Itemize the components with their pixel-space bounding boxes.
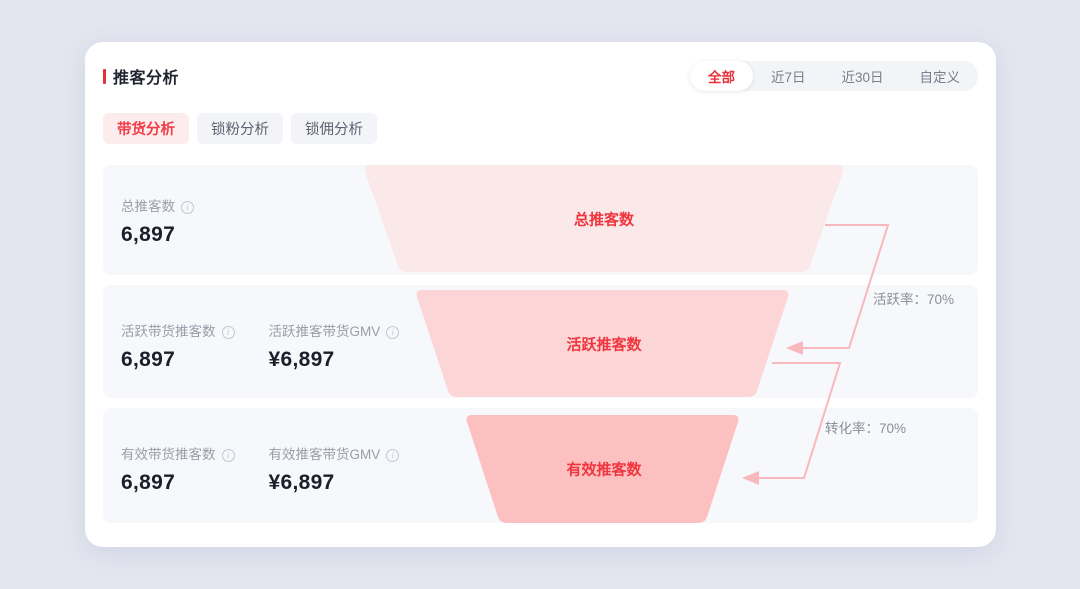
range-option-7d[interactable]: 近7日 — [770, 70, 806, 85]
stat-label-text: 活跃带货推客数 — [121, 324, 216, 339]
stat-cell-group: 有效带货推客数 i 6,897 有效推客带货GMV i ¥6,897 — [121, 446, 433, 495]
stat-label-text: 有效推客带货GMV — [268, 447, 381, 462]
stat-panel-total: 总推客数 i 6,897 — [103, 165, 978, 275]
stat-cell-effective-promoters: 有效带货推客数 i 6,897 — [121, 446, 235, 495]
stat-value: ¥6,897 — [268, 348, 335, 371]
stat-label: 有效带货推客数 i — [121, 446, 235, 464]
page-title: 推客分析 — [103, 64, 179, 88]
range-option-custom[interactable]: 自定义 — [919, 70, 961, 85]
stat-value: 6,897 — [121, 348, 176, 371]
card-header: 推客分析 全部 近7日 近30日 自定义 — [85, 42, 996, 110]
stat-panel-active: 活跃带货推客数 i 6,897 活跃推客带货GMV i ¥6,897 — [103, 285, 978, 398]
stat-cell-effective-gmv: 有效推客带货GMV i ¥6,897 — [269, 446, 400, 495]
stat-cell-active-gmv: 活跃推客带货GMV i ¥6,897 — [269, 323, 400, 372]
stat-label-text: 活跃推客带货GMV — [268, 324, 381, 339]
stat-label: 活跃推客带货GMV i — [269, 323, 400, 341]
analytics-card: 推客分析 全部 近7日 近30日 自定义 带货分析 锁粉分析 锁佣分析 总推客数 — [85, 42, 996, 547]
tab-suoyong-analysis[interactable]: 锁佣分析 — [291, 113, 377, 144]
stat-value: ¥6,897 — [268, 471, 335, 494]
stat-value: 6,897 — [121, 223, 176, 246]
stat-label: 总推客数 i — [121, 198, 194, 216]
stat-value: 6,897 — [121, 471, 176, 494]
stat-cell-total-promoters: 总推客数 i 6,897 — [121, 198, 194, 247]
info-icon[interactable]: i — [221, 448, 235, 462]
tab-suofen-analysis[interactable]: 锁粉分析 — [197, 113, 283, 144]
tab-daihuo-analysis[interactable]: 带货分析 — [103, 113, 189, 144]
page-title-text: 推客分析 — [113, 70, 180, 87]
stat-cell-group: 活跃带货推客数 i 6,897 活跃推客带货GMV i ¥6,897 — [121, 323, 433, 372]
stat-cell-group: 总推客数 i 6,897 — [121, 198, 228, 247]
range-option-30d[interactable]: 近30日 — [841, 70, 884, 85]
range-option-all[interactable]: 全部 — [689, 61, 753, 91]
stat-label-text: 有效带货推客数 — [121, 447, 216, 462]
analysis-tabs: 带货分析 锁粉分析 锁佣分析 — [103, 113, 377, 144]
stat-label: 有效推客带货GMV i — [269, 446, 400, 464]
info-icon[interactable]: i — [386, 448, 400, 462]
stat-label-text: 总推客数 — [121, 199, 175, 214]
title-accent-bar — [103, 68, 106, 84]
stat-cell-active-promoters: 活跃带货推客数 i 6,897 — [121, 323, 235, 372]
stat-panel-effective: 有效带货推客数 i 6,897 有效推客带货GMV i ¥6,897 — [103, 408, 978, 523]
info-icon[interactable]: i — [386, 325, 400, 339]
info-icon[interactable]: i — [181, 200, 194, 214]
date-range-filter[interactable]: 全部 近7日 近30日 自定义 — [689, 61, 978, 91]
stat-label: 活跃带货推客数 i — [121, 323, 235, 341]
info-icon[interactable]: i — [221, 325, 235, 339]
